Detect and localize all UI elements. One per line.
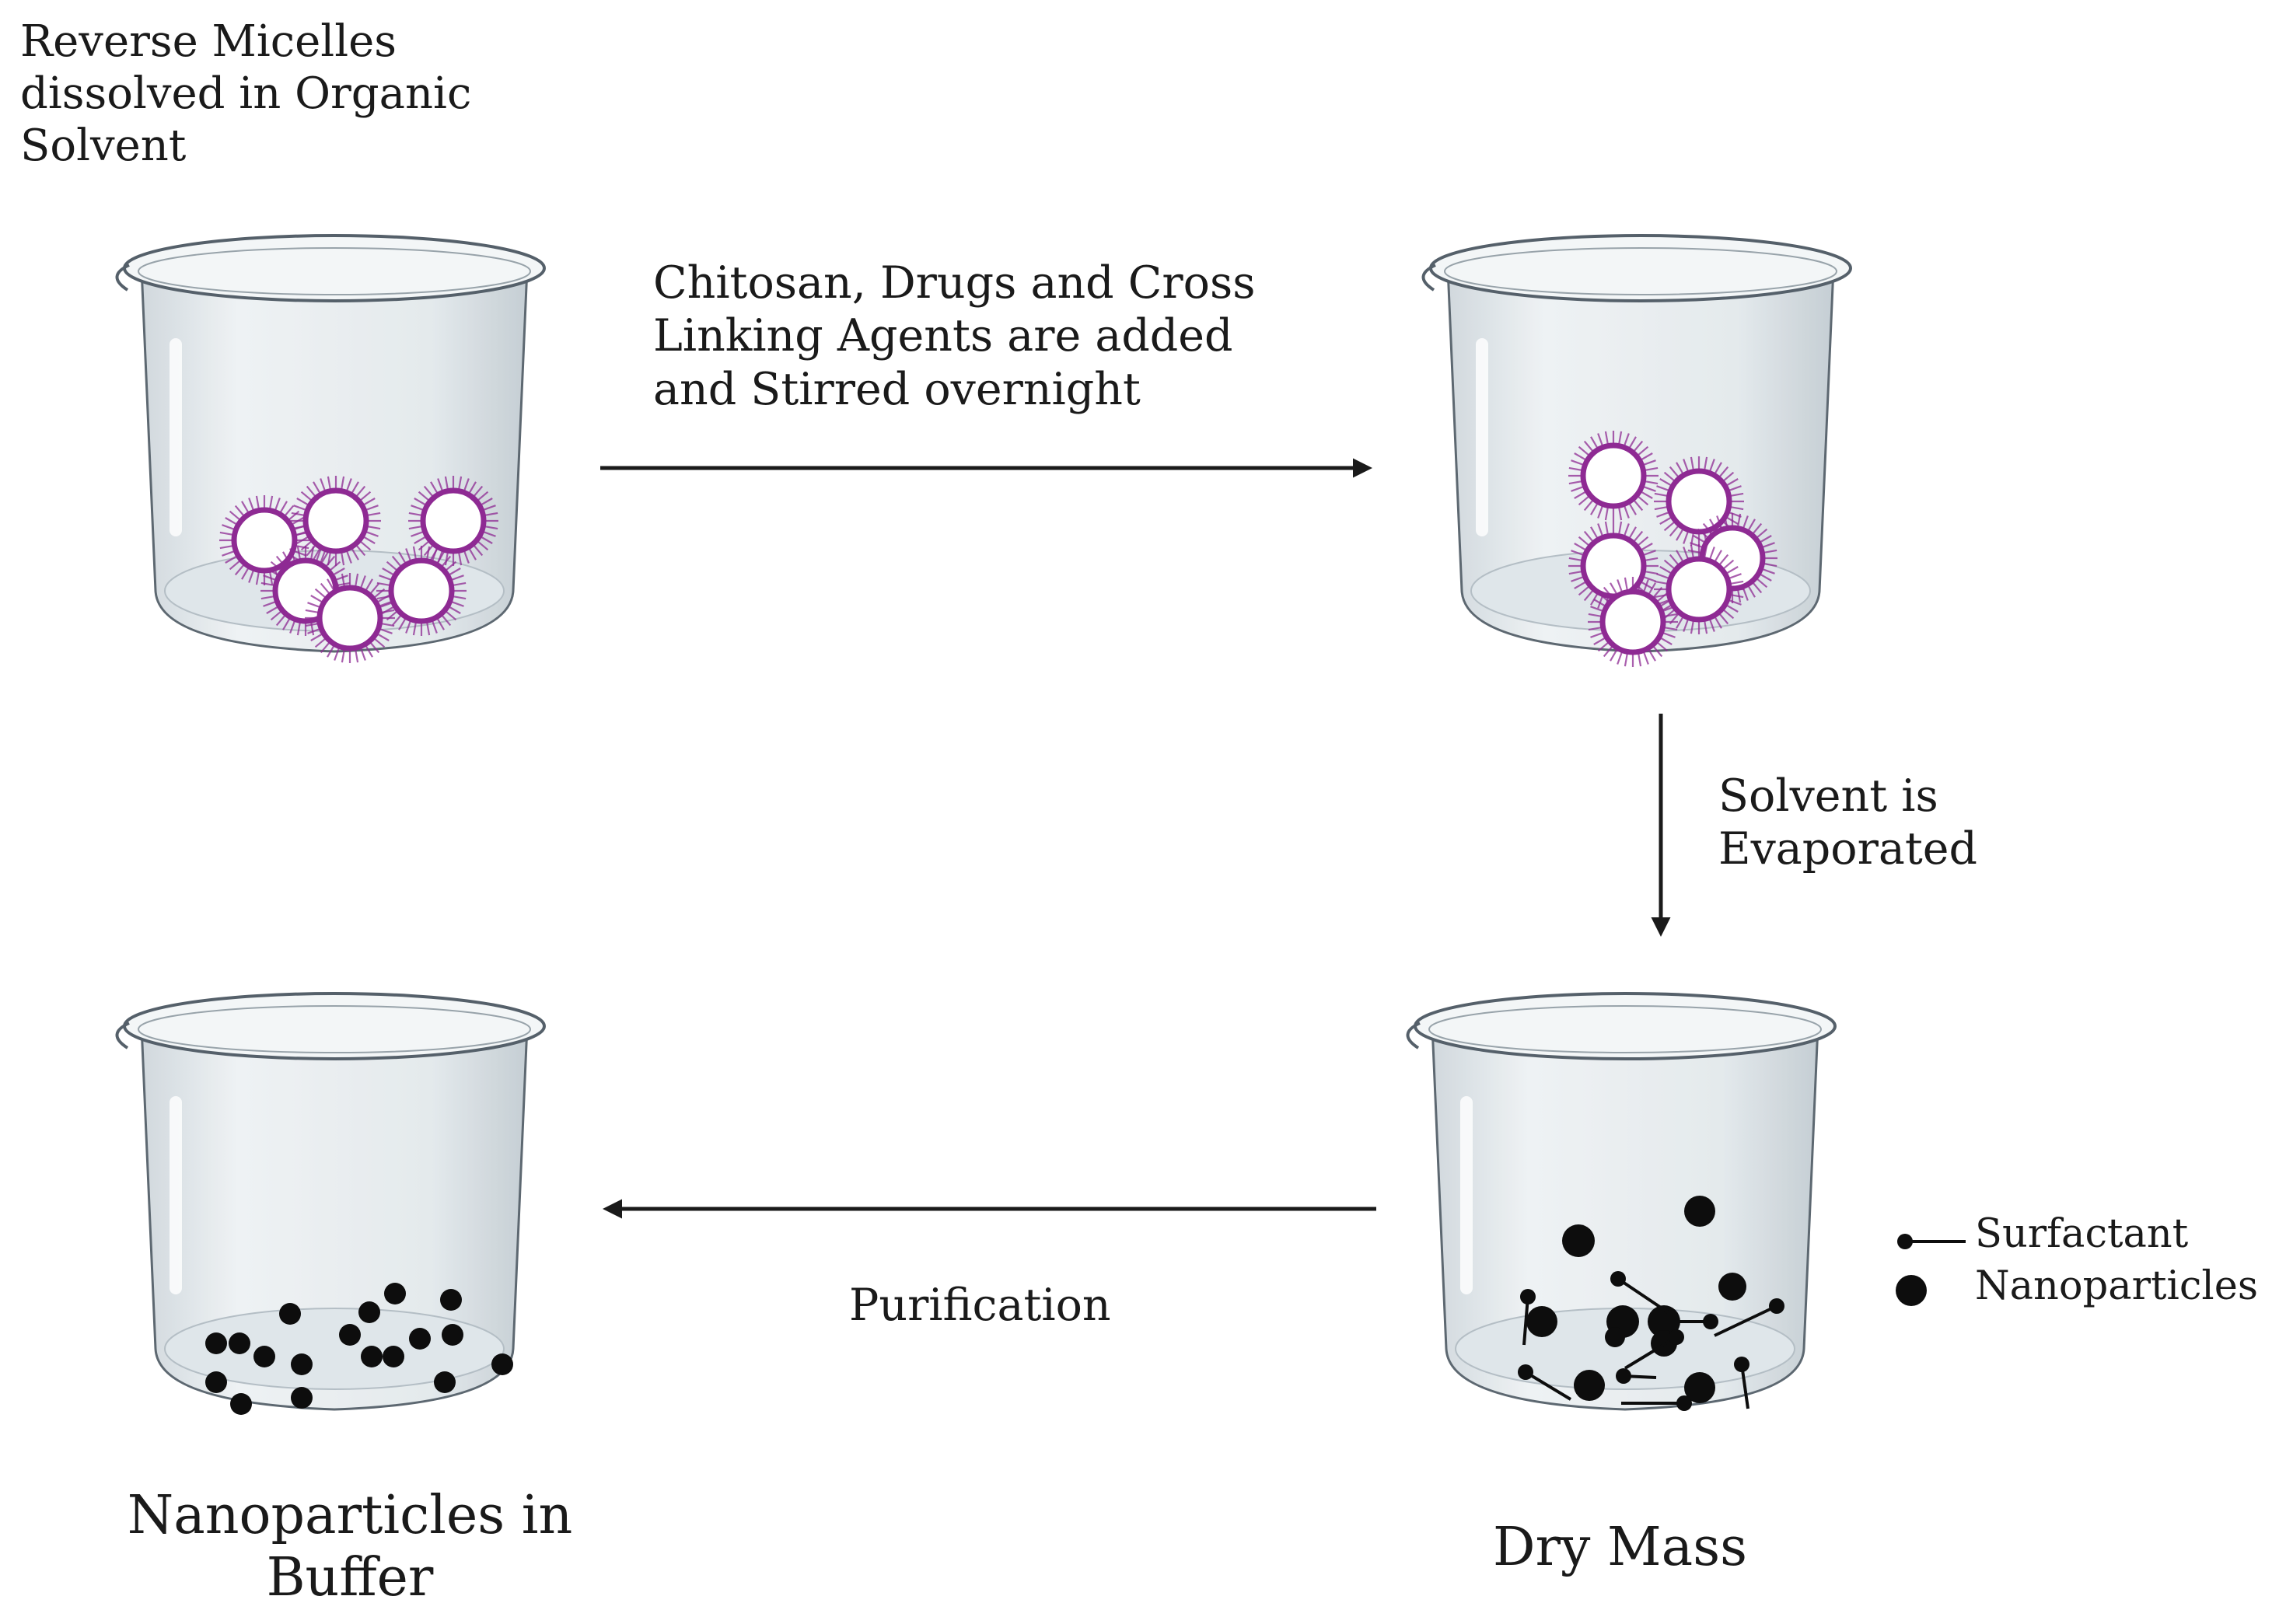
beaker-spout — [1406, 1022, 1421, 1049]
reverse-micelle — [1588, 577, 1678, 667]
buffer-label: Nanoparticles in Buffer — [127, 1485, 573, 1609]
nanoparticle — [205, 1371, 227, 1393]
beaker-rim-inner — [1428, 1005, 1822, 1053]
nanoparticles-in-buffer-group — [205, 1283, 513, 1415]
glass-highlight — [1476, 338, 1488, 536]
nanoparticle — [1562, 1224, 1595, 1257]
evaporate-label: Solvent is Evaporated — [1718, 770, 1977, 875]
beaker-rim-inner — [1444, 247, 1837, 295]
reverse-micelle — [219, 495, 309, 585]
surfactant — [1672, 1314, 1718, 1329]
nanoparticle — [205, 1332, 227, 1354]
surfactant — [1624, 1329, 1684, 1370]
nanoparticle-legend-icon — [1896, 1275, 1927, 1306]
dry-mass-label: Dry Mass — [1493, 1517, 1748, 1578]
nanoparticle — [434, 1371, 456, 1393]
nanoparticle — [1684, 1196, 1715, 1227]
reverse-micelle — [1654, 456, 1744, 547]
surfactant — [1520, 1289, 1536, 1346]
beaker-spout — [1421, 264, 1436, 292]
reverse-micelles-group — [219, 476, 498, 663]
nanoparticle — [339, 1324, 361, 1346]
glass-highlight — [170, 1096, 182, 1294]
surfactant — [1621, 1395, 1692, 1411]
beaker-rim — [123, 234, 546, 302]
beaker-rim-inner — [138, 1005, 531, 1053]
beaker-spout — [115, 264, 130, 292]
nanoparticle — [253, 1346, 275, 1367]
nanoparticle — [1718, 1273, 1746, 1301]
glass-highlight — [1460, 1096, 1473, 1294]
nanoparticle — [1605, 1327, 1625, 1347]
beaker-rim — [123, 992, 546, 1060]
nanoparticle — [1648, 1305, 1680, 1338]
reverse-micelle — [291, 476, 381, 566]
reverse-micelle — [1568, 521, 1659, 611]
nanoparticle — [230, 1393, 252, 1415]
nanoparticle — [1684, 1372, 1715, 1403]
beaker-spout — [115, 1022, 130, 1049]
reverse-micelle — [376, 546, 467, 636]
nanoparticle — [384, 1283, 406, 1304]
add-stir-label: Chitosan, Drugs and Cross Linking Agents… — [653, 257, 1256, 415]
nanoparticle — [383, 1346, 404, 1367]
beaker-rim-inner — [138, 247, 531, 295]
nanoparticle — [358, 1301, 380, 1323]
surfactant — [1714, 1298, 1784, 1337]
nanoparticle — [291, 1387, 313, 1409]
nanoparticle — [291, 1353, 313, 1375]
nanoparticle — [491, 1353, 513, 1375]
nanoparticle — [440, 1289, 462, 1311]
nanoparticle — [442, 1324, 463, 1346]
legend-nanoparticles-label: Nanoparticles — [1975, 1263, 2259, 1309]
start-label: Reverse Micelles dissolved in Organic So… — [20, 16, 472, 172]
glass-highlight — [170, 338, 182, 536]
nanoparticle — [229, 1332, 250, 1354]
nanoparticle — [1574, 1370, 1605, 1401]
surfactant — [1616, 1368, 1657, 1384]
nanoparticle — [361, 1346, 383, 1367]
reverse-micelle — [1654, 544, 1744, 634]
beaker-rim — [1414, 992, 1837, 1060]
legend-surfactant-label: Surfactant — [1975, 1211, 2189, 1257]
reverse-micelle — [305, 573, 395, 663]
surfactant-legend-icon — [1897, 1234, 1966, 1249]
reverse-micelles-group — [1568, 431, 1777, 667]
nanoparticle — [279, 1303, 301, 1325]
nanoparticle — [409, 1328, 431, 1350]
beaker-rim — [1429, 234, 1852, 302]
surfactant — [1610, 1271, 1669, 1314]
purification-label: Purification — [849, 1280, 1111, 1331]
nanoparticle — [1526, 1306, 1557, 1337]
reverse-micelle — [1568, 431, 1659, 521]
surfactant — [1518, 1364, 1572, 1401]
surfactant — [1734, 1357, 1749, 1409]
dry-mass-contents — [1518, 1196, 1784, 1411]
beaker-buffer — [115, 992, 546, 1411]
beaker-dry-mass — [1406, 992, 1837, 1411]
